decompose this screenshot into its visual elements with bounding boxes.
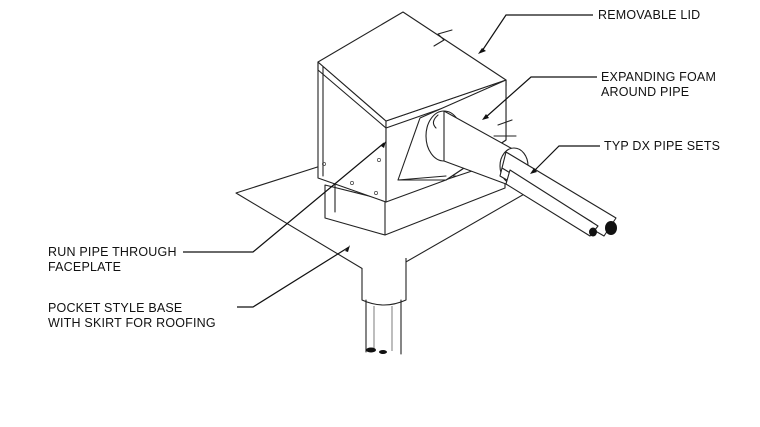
label-removable-lid: REMOVABLE LID — [598, 8, 700, 23]
dx-pipes — [499, 151, 617, 237]
label-line: EXPANDING FOAM — [601, 70, 717, 84]
label-line: RUN PIPE THROUGH — [48, 245, 177, 259]
label-line: POCKET STYLE BASE — [48, 301, 183, 315]
label-dx-pipe-sets: TYP DX PIPE SETS — [604, 139, 720, 154]
label-run-pipe: RUN PIPE THROUGH FACEPLATE — [48, 245, 177, 275]
lower-pipe-end — [366, 347, 376, 353]
label-pocket-base: POCKET STYLE BASE WITH SKIRT FOR ROOFING — [48, 301, 216, 331]
label-line: REMOVABLE LID — [598, 8, 701, 22]
leader-lines — [183, 14, 600, 308]
label-line: FACEPLATE — [48, 260, 122, 274]
dx-pipe-end-large — [605, 221, 617, 235]
label-expanding-foam: EXPANDING FOAM AROUND PIPE — [601, 70, 716, 100]
lower-pipe — [361, 258, 407, 355]
label-line: WITH SKIRT FOR ROOFING — [48, 316, 216, 330]
label-line: TYP DX PIPE SETS — [604, 139, 721, 153]
label-line: AROUND PIPE — [601, 85, 690, 99]
lower-pipe-end-2 — [379, 350, 387, 354]
dx-pipe-end-small — [589, 227, 597, 237]
